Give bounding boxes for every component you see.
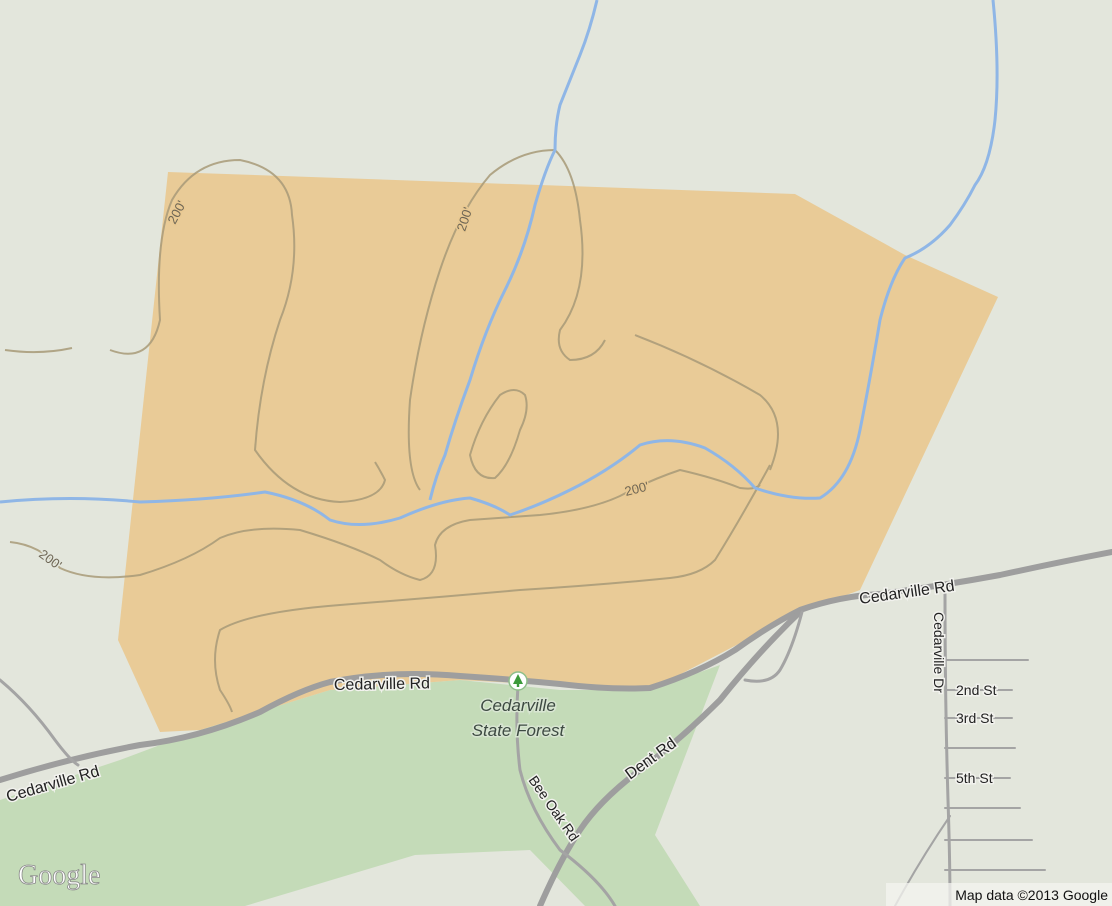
third-st-label: 3rd St xyxy=(956,710,993,726)
tree-icon[interactable] xyxy=(508,671,528,691)
junction-road xyxy=(743,610,804,683)
map-attribution[interactable]: Map data ©2013 Google xyxy=(955,887,1108,903)
waterways xyxy=(0,0,999,527)
contour-lines xyxy=(4,149,779,713)
cedarville-rd-label-middle: Cedarville Rd xyxy=(334,675,430,694)
attribution-background xyxy=(886,883,1112,906)
west-road xyxy=(0,678,80,767)
fifth-st-label: 5th St xyxy=(956,770,993,786)
cedarville-dr-label: Cedarville Dr xyxy=(931,612,947,693)
bee-oak-rd xyxy=(515,683,617,906)
contour-label-3: 200' xyxy=(623,479,650,499)
stream-north xyxy=(428,0,599,501)
state-forest-area xyxy=(0,665,720,906)
east-cross-streets xyxy=(894,659,1046,906)
park-label-line1: Cedarville xyxy=(480,696,556,715)
stream-west-east xyxy=(0,0,999,527)
second-st-label: 2nd St xyxy=(956,682,997,698)
google-logo[interactable]: Google xyxy=(18,860,101,892)
highlighted-area[interactable] xyxy=(118,172,998,732)
park-label-line2: State Forest xyxy=(472,721,566,740)
roads xyxy=(0,549,1112,906)
cedarville-rd xyxy=(0,549,1112,783)
dent-rd xyxy=(537,609,803,906)
